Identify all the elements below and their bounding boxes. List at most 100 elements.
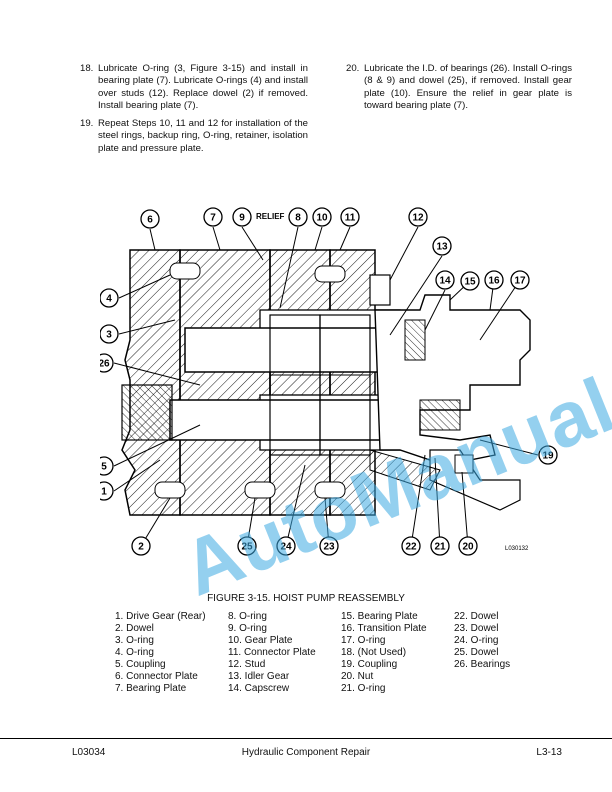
drive-shaft: [169, 399, 406, 441]
step-text: Repeat Steps 10, 11 and 12 for installat…: [98, 118, 308, 154]
callout-number: 17: [514, 276, 526, 287]
legend-item: 20. Nut: [341, 671, 374, 682]
connector-plate-right-section: [329, 249, 376, 516]
callout-number: 9: [239, 213, 245, 224]
footer-document-code: L03034: [72, 747, 106, 758]
footer-section-title: Hydraulic Component Repair: [241, 747, 371, 758]
callout-number: 6: [147, 215, 153, 226]
dowel-23: [314, 481, 346, 499]
callout-23: 23: [319, 536, 339, 556]
legend-item: 8. O-ring: [228, 611, 267, 622]
callout-7: 7: [203, 207, 223, 227]
callout-number: 3: [106, 330, 112, 341]
step-text: Lubricate O-ring (3, Figure 3-15) and in…: [98, 63, 308, 111]
callout-number: 10: [316, 213, 328, 224]
footer-page-number: L3-13: [536, 747, 562, 758]
callout-12: 12: [408, 207, 428, 227]
callout-16: 16: [484, 270, 504, 290]
callout-22: 22: [401, 536, 421, 556]
callout-number: 20: [462, 542, 474, 553]
idler-shaft: [184, 327, 406, 373]
legend-item: 6. Connector Plate: [115, 671, 198, 682]
coupling-right: [419, 399, 461, 431]
step-number: 20.: [346, 63, 360, 74]
legend-item: 21. O-ring: [341, 683, 386, 694]
legend-item: 25. Dowel: [454, 647, 499, 658]
callout-24: 24: [276, 536, 296, 556]
callout-number: 19: [542, 451, 554, 462]
callout-number: 21: [434, 542, 446, 553]
callout-number: 1: [101, 487, 107, 498]
callout-number: 7: [210, 213, 216, 224]
legend-item: 1. Drive Gear (Rear): [115, 611, 206, 622]
legend-item: 5. Coupling: [115, 659, 166, 670]
step-item: 19. Repeat Steps 10, 11 and 12 for instal…: [80, 118, 308, 155]
callout-number: 8: [295, 213, 301, 224]
legend-item: 17. O-ring: [341, 635, 386, 646]
callout-number: 24: [280, 542, 292, 553]
dowel-2-left: [154, 481, 186, 499]
callout-26: 26: [100, 353, 114, 373]
legend-item: 2. Dowel: [115, 623, 154, 634]
legend-item: 19. Coupling: [341, 659, 398, 670]
step-number: 18.: [80, 63, 94, 74]
step-item: 18. Lubricate O-ring (3, Figure 3-15) and…: [80, 63, 308, 112]
callout-number: 5: [101, 462, 107, 473]
footer-rule: [0, 738, 612, 739]
callout-10: 10: [312, 207, 332, 227]
callout-8: 8: [288, 207, 308, 227]
connector-plate-section: [121, 249, 181, 516]
callout-number: 11: [345, 213, 356, 224]
dowel-25: [244, 481, 276, 499]
legend-item: 23. Dowel: [454, 623, 499, 634]
relief-label: RELIEF: [256, 212, 285, 221]
legend-item: 10. Gear Plate: [228, 635, 293, 646]
legend-item: 14. Capscrew: [228, 683, 290, 694]
legend-item: 9. O-ring: [228, 623, 267, 634]
drawing-code: L030132: [505, 546, 529, 552]
callout-6: 6: [140, 209, 160, 229]
callout-number: 22: [405, 542, 417, 553]
callout-number: 23: [323, 542, 335, 553]
callout-number: 25: [241, 542, 253, 553]
legend-item: 24. O-ring: [454, 635, 499, 646]
callout-15: 15: [460, 271, 480, 291]
step-text: Lubricate the I.D. of bearings (26). Ins…: [364, 63, 572, 111]
steps-left-column: 18. Lubricate O-ring (3, Figure 3-15) and…: [80, 63, 308, 161]
callout-number: 16: [488, 276, 500, 287]
figure-title: FIGURE 3-15. HOIST PUMP REASSEMBLY: [207, 593, 405, 604]
legend-item: 12. Stud: [228, 659, 266, 670]
step-number: 19.: [80, 118, 94, 130]
dowel-top: [169, 262, 201, 280]
callout-5: 5: [100, 456, 114, 476]
callout-25: 25: [237, 536, 257, 556]
callout-9: 9: [232, 207, 252, 227]
dowel-top-right: [314, 265, 346, 283]
callout-14: 14: [435, 270, 455, 290]
callout-number: 4: [106, 294, 112, 305]
step-item: 20. Lubricate the I.D. of bearings (26). …: [346, 63, 572, 112]
callout-number: 2: [138, 542, 144, 553]
legend-item: 22. Dowel: [454, 611, 499, 622]
legend-item: 15. Bearing Plate: [341, 611, 418, 622]
callout-19: 19: [538, 445, 558, 465]
legend-item: 11. Connector Plate: [228, 647, 316, 658]
legend-item: 26. Bearings: [454, 659, 511, 670]
callout-11: 11: [340, 207, 360, 227]
coupling-left: [121, 384, 173, 441]
callout-2: 2: [131, 536, 151, 556]
callout-1: 1: [100, 481, 114, 501]
callout-4: 4: [100, 288, 119, 308]
callout-13: 13: [432, 236, 452, 256]
legend-item: 7. Bearing Plate: [115, 683, 187, 694]
callout-number: 14: [439, 276, 451, 287]
callout-20: 20: [458, 536, 478, 556]
legend-item: 16. Transition Plate: [341, 623, 427, 634]
callout-21: 21: [430, 536, 450, 556]
